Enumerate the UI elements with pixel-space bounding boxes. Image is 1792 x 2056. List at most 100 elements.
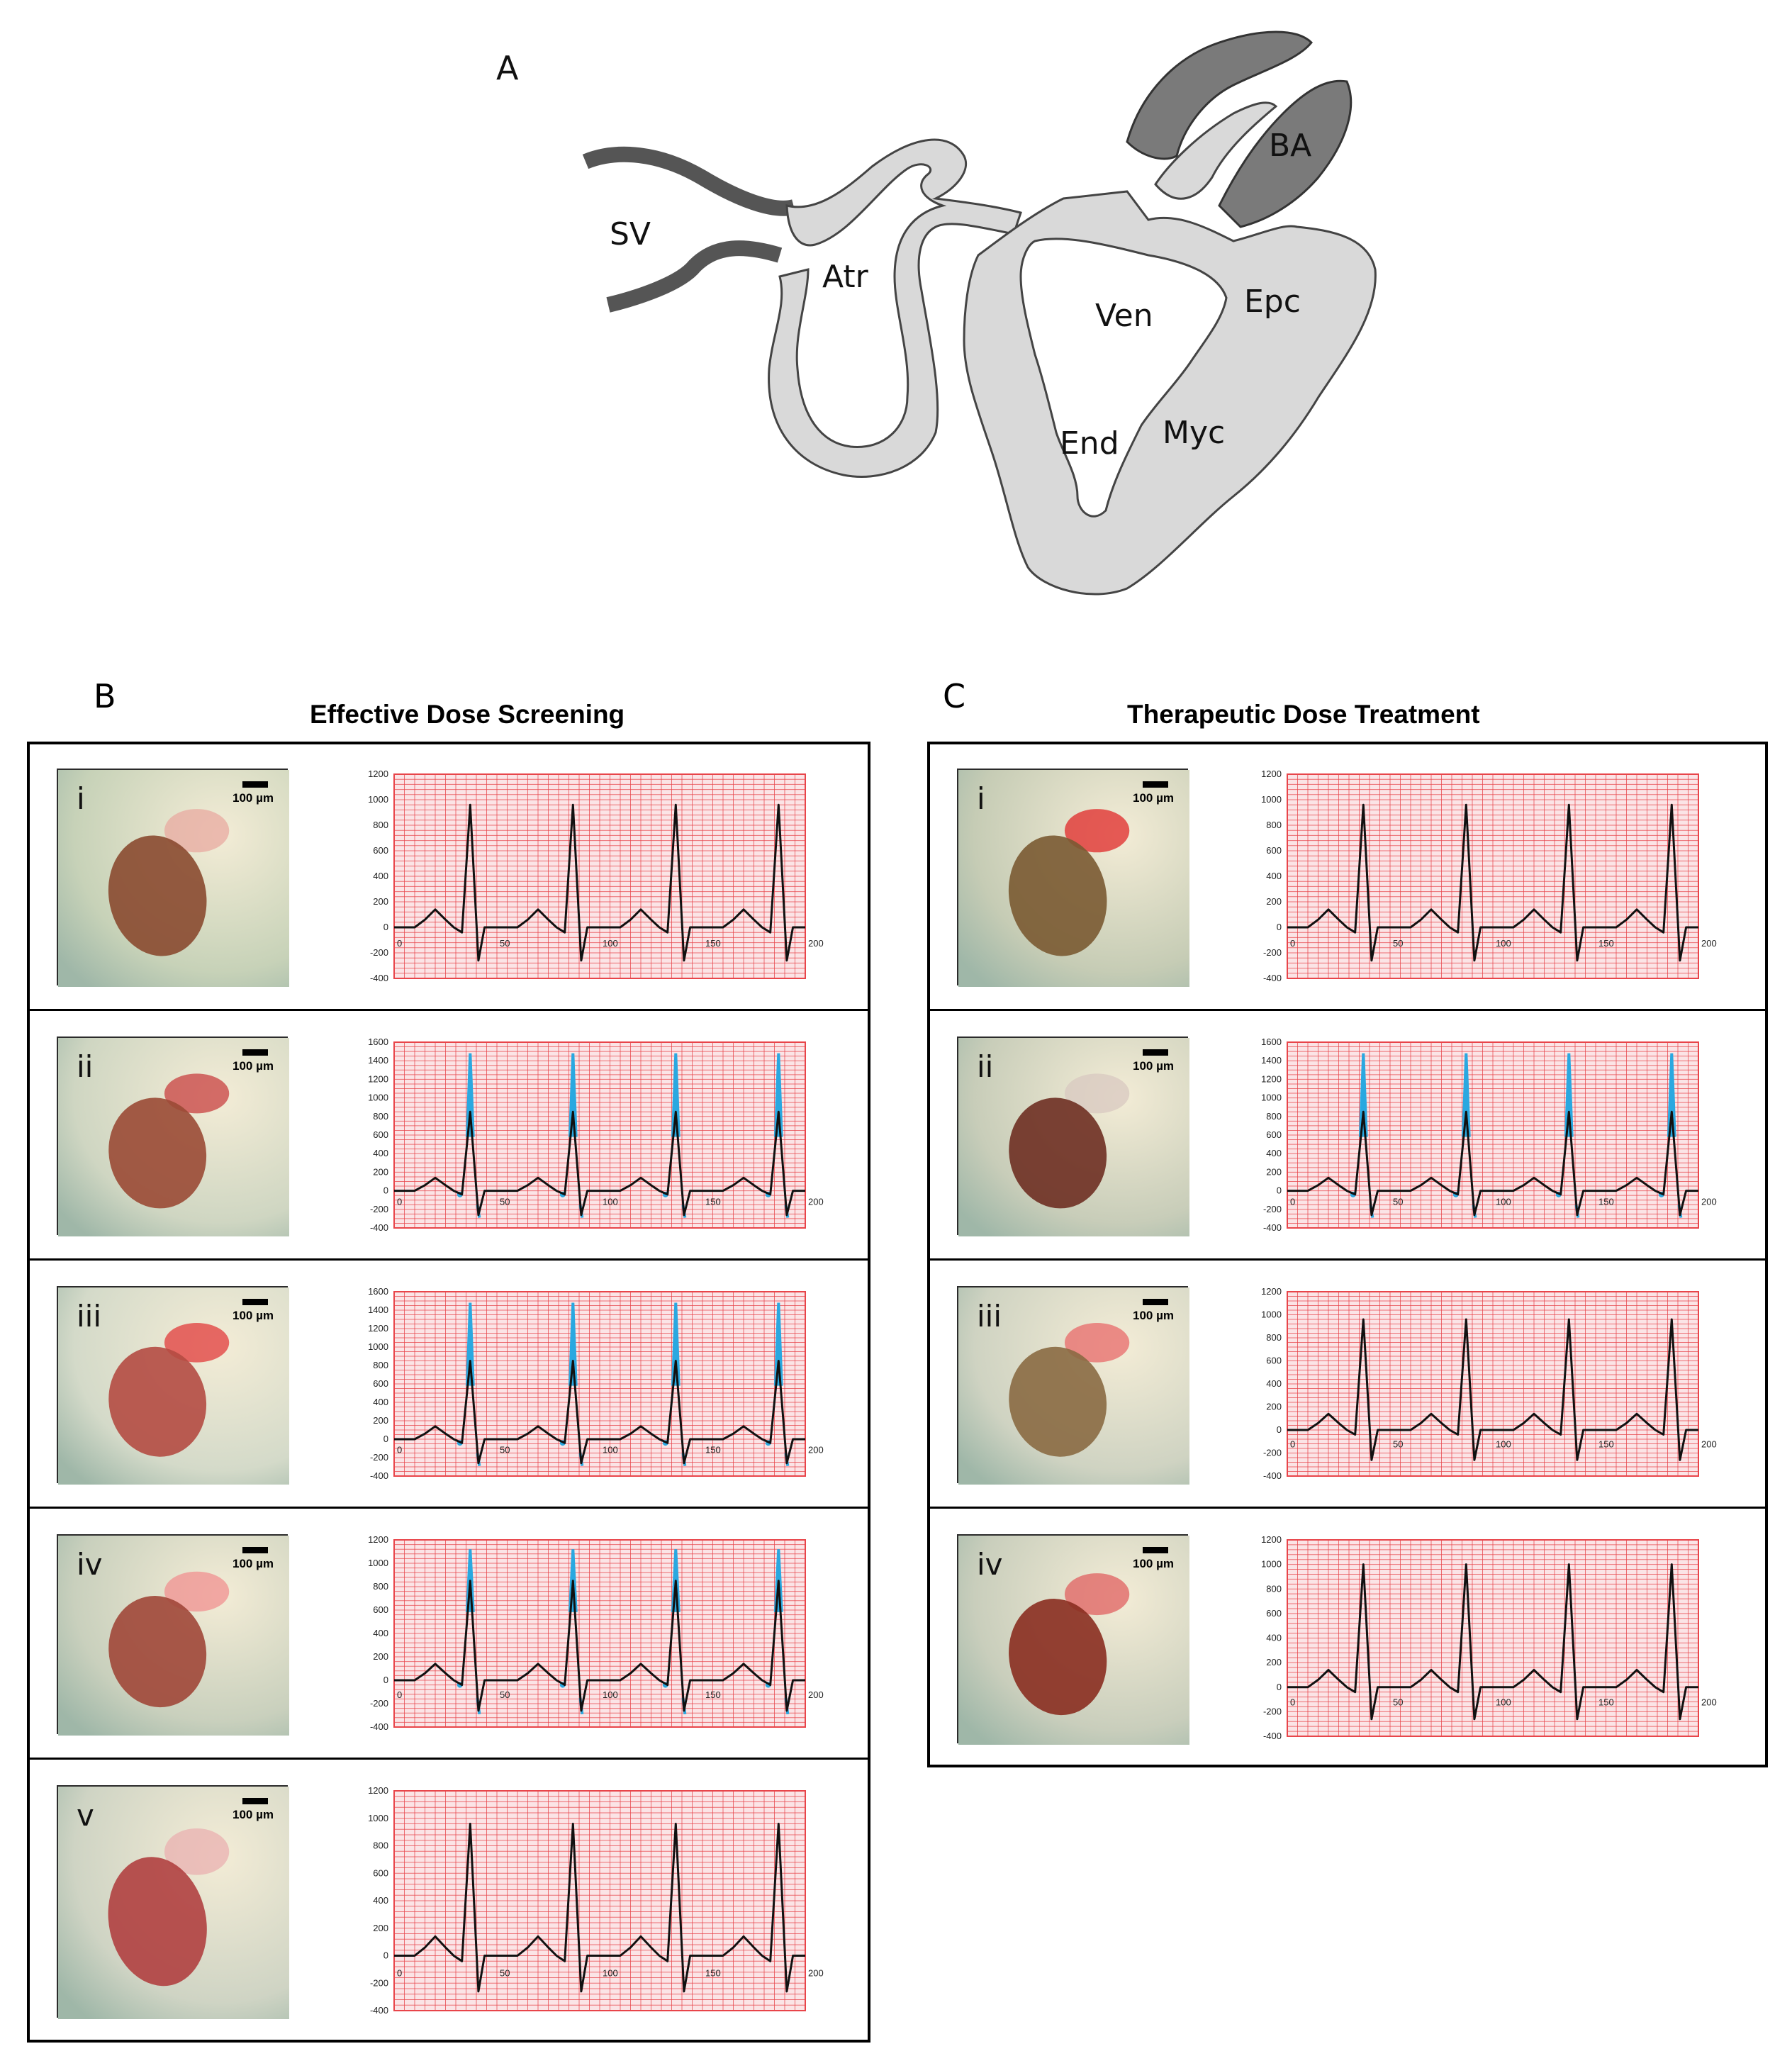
y-tick-label: 1000 [1261, 1309, 1282, 1320]
y-tick-label: 1600 [368, 1037, 388, 1047]
ventricle-blob [108, 1596, 207, 1708]
ecg-trace [394, 1110, 805, 1217]
x-tick-label: 50 [1393, 938, 1403, 949]
scale-bar [1143, 781, 1168, 788]
x-tick-label: 0 [397, 1445, 402, 1456]
scale-bar-label: 100 µm [1133, 1309, 1174, 1322]
scale-bar [242, 1798, 268, 1804]
y-tick-label: 400 [1266, 1148, 1282, 1158]
ecg-trace [1287, 1318, 1698, 1461]
x-tick-label: 150 [1598, 1697, 1614, 1708]
scale-bar [242, 781, 268, 788]
scale-bar [1143, 1049, 1168, 1056]
y-tick-label: -400 [1263, 1222, 1282, 1233]
y-tick-label: 600 [1266, 1608, 1282, 1619]
ventricle-blob [1008, 835, 1107, 956]
x-tick-label: 100 [1496, 938, 1511, 949]
row-separator [27, 1758, 870, 1760]
atrium-blob [1064, 809, 1130, 853]
y-tick-label: -400 [370, 1721, 388, 1732]
y-tick-label: 0 [383, 1434, 388, 1444]
r-wave-highlight [671, 1302, 681, 1386]
scale-bar [1143, 1547, 1168, 1553]
x-tick-label: 100 [1496, 1697, 1511, 1708]
y-tick-label: 800 [373, 1581, 388, 1592]
y-tick-label: 1000 [368, 1093, 388, 1103]
y-tick-label: 600 [373, 1129, 388, 1140]
row-numeral: iii [77, 1299, 102, 1334]
x-tick-label: 50 [500, 938, 510, 949]
y-tick-label: -400 [370, 973, 388, 983]
x-tick-label: 100 [1496, 1438, 1511, 1449]
r-wave-highlight [465, 1053, 475, 1137]
outflow-tract-dark [1126, 30, 1314, 160]
x-tick-label: 0 [397, 1689, 402, 1700]
x-tick-label: 200 [808, 1968, 824, 1979]
heart-schematic-diagram: A SV Atr BA Ven Epc End Myc [496, 30, 1377, 596]
x-tick-label: 0 [397, 1968, 402, 1979]
y-tick-label: -200 [370, 1698, 388, 1709]
x-tick-label: 200 [1701, 1196, 1717, 1207]
y-tick-label: 800 [1266, 1332, 1282, 1343]
y-tick-label: 400 [373, 1148, 388, 1158]
ventricle-blob [1009, 1346, 1107, 1457]
y-tick-label: -400 [1263, 1731, 1282, 1741]
y-tick-label: 200 [1266, 896, 1282, 907]
label-ven: Ven [1095, 298, 1153, 334]
row-numeral: iii [977, 1299, 1002, 1334]
y-tick-label: 1200 [368, 1534, 388, 1545]
row-separator [927, 1009, 1768, 1011]
y-tick-label: 1000 [1261, 1559, 1282, 1570]
y-tick-label: 0 [1277, 1682, 1282, 1692]
ventricle-blob [108, 835, 207, 956]
scale-bar [1143, 1299, 1168, 1305]
x-tick-label: 50 [500, 1445, 510, 1456]
x-tick-label: 50 [1393, 1196, 1403, 1207]
atrium-blob [164, 1073, 230, 1114]
x-tick-label: 50 [1393, 1438, 1403, 1449]
x-tick-label: 0 [1290, 938, 1295, 949]
x-tick-label: 0 [397, 1196, 402, 1207]
x-tick-label: 150 [705, 1196, 721, 1207]
y-tick-label: 200 [373, 896, 388, 907]
row-numeral: v [77, 1798, 94, 1833]
x-tick-label: 200 [1701, 1697, 1717, 1708]
y-tick-label: 800 [373, 1840, 388, 1851]
y-tick-label: 800 [1266, 1111, 1282, 1122]
ventricle-blob [108, 1097, 207, 1209]
ventricle-blob [108, 1346, 207, 1457]
ecg-trace [394, 1580, 805, 1712]
ecg-trace [1287, 1110, 1698, 1217]
r-wave-highlight [568, 1302, 578, 1386]
scale-bar-label: 100 µm [233, 1309, 274, 1322]
y-tick-label: 400 [1266, 871, 1282, 881]
scale-bar-label: 100 µm [233, 791, 274, 805]
y-tick-label: 1600 [368, 1286, 388, 1297]
y-tick-label: 400 [373, 1397, 388, 1407]
x-tick-label: 200 [808, 1196, 824, 1207]
y-tick-label: 200 [373, 1923, 388, 1933]
x-tick-label: 100 [603, 1689, 618, 1700]
y-tick-label: 1000 [1261, 794, 1282, 805]
y-tick-label: 1400 [1261, 1055, 1282, 1066]
row-numeral: i [977, 781, 985, 816]
y-tick-label: 1000 [368, 794, 388, 805]
y-tick-label: 1000 [1261, 1093, 1282, 1103]
label-end: End [1060, 425, 1119, 462]
r-wave-highlight [568, 1053, 578, 1137]
y-tick-label: 600 [373, 845, 388, 856]
y-tick-label: 1200 [1261, 1073, 1282, 1084]
ecg-trace [394, 1823, 805, 1993]
y-tick-label: -200 [1263, 1706, 1282, 1716]
x-tick-label: 100 [603, 1196, 618, 1207]
y-tick-label: 200 [373, 1651, 388, 1662]
x-tick-label: 50 [500, 1689, 510, 1700]
sinus-venosus-upper-wall [582, 146, 796, 216]
y-tick-label: 200 [373, 1166, 388, 1177]
